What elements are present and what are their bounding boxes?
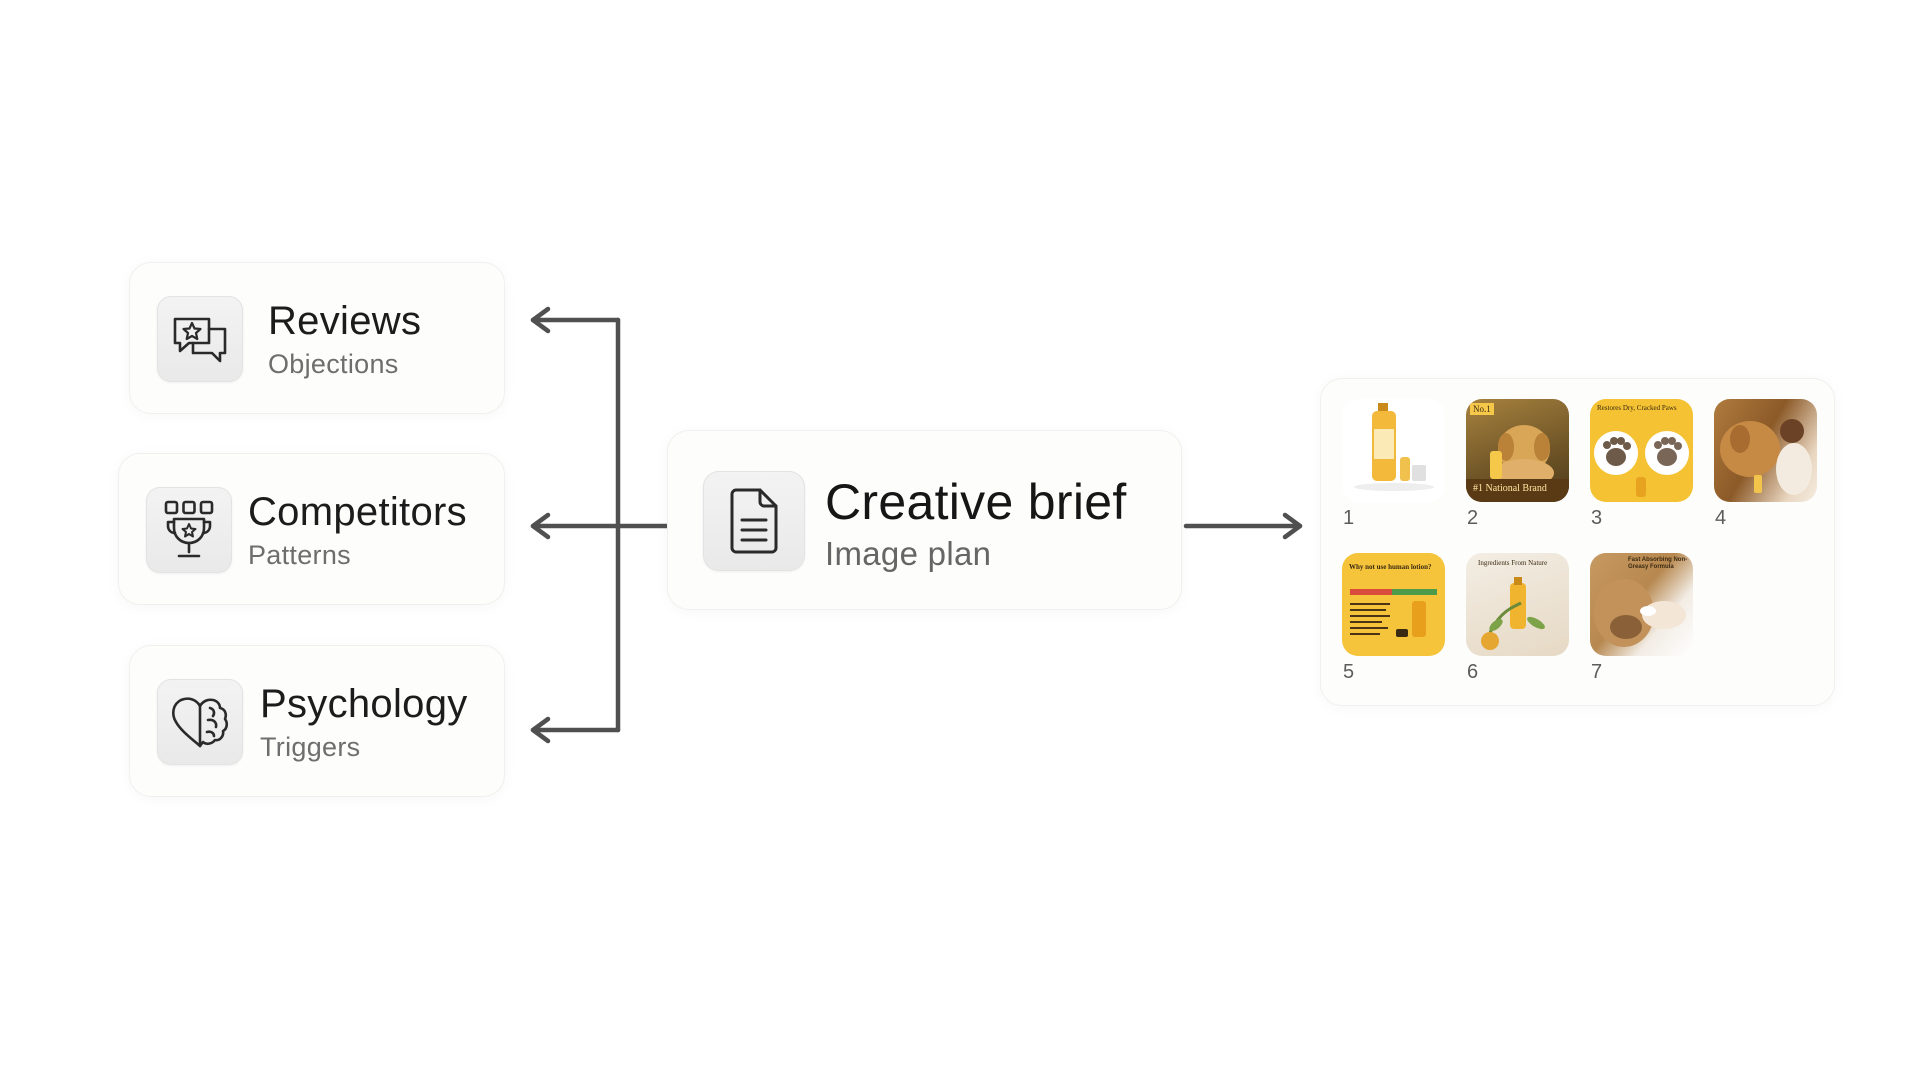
document-icon — [703, 471, 805, 571]
gallery-number: 7 — [1591, 661, 1603, 683]
source-subtitle: Objections — [268, 349, 399, 379]
arrowhead-reviews — [530, 306, 551, 334]
source-card-reviews: Reviews Objections — [129, 262, 505, 414]
lotion-comparison-icon — [1350, 589, 1437, 637]
gallery-number: 4 — [1715, 507, 1727, 529]
gallery-image-3[interactable]: Restores Dry, Cracked Paws — [1590, 399, 1693, 502]
gallery-image-4[interactable] — [1714, 399, 1817, 502]
chat-star-icon — [157, 296, 243, 382]
source-title: Competitors — [248, 490, 467, 534]
gallery-image-text: Fast Absorbing Non-Greasy Formula — [1628, 557, 1688, 570]
woman-with-dog-icon — [1720, 419, 1812, 495]
arrowhead-gallery — [1282, 512, 1303, 540]
product-bottle-icon — [1354, 403, 1434, 491]
natural-ingredients-icon — [1481, 577, 1545, 650]
source-subtitle: Patterns — [248, 540, 351, 570]
creative-brief-card: Creative brief Image plan — [667, 430, 1182, 610]
gallery-number: 1 — [1343, 507, 1355, 529]
gallery-number: 6 — [1467, 661, 1479, 683]
number-one-badge: No.1 — [1470, 403, 1494, 415]
gallery-number: 3 — [1591, 507, 1603, 529]
gallery-image-text: Restores Dry, Cracked Paws — [1597, 404, 1677, 412]
arrowhead-competitors — [530, 512, 551, 540]
trophy-grid-icon — [146, 487, 232, 573]
gallery-number: 5 — [1343, 661, 1355, 683]
gallery-image-text: Why not use human lotion? — [1349, 563, 1432, 571]
gallery-image-text: Ingredients From Nature — [1478, 559, 1548, 567]
paw-application-icon — [1594, 579, 1686, 647]
brief-title: Creative brief — [825, 474, 1127, 530]
gallery-image-6[interactable]: Ingredients From Nature — [1466, 553, 1569, 656]
source-title: Psychology — [260, 682, 468, 726]
heart-brain-icon — [157, 679, 243, 765]
gallery-number: 2 — [1467, 507, 1479, 529]
source-card-psychology: Psychology Triggers — [129, 645, 505, 797]
gallery-image-7[interactable]: Fast Absorbing Non-Greasy Formula — [1590, 553, 1693, 656]
source-card-competitors: Competitors Patterns — [118, 453, 505, 605]
gallery-image-text: #1 National Brand — [1473, 483, 1547, 494]
gallery-image-5[interactable]: Why not use human lotion? — [1342, 553, 1445, 656]
source-title: Reviews — [268, 299, 422, 343]
dog-photo-icon — [1466, 425, 1569, 502]
gallery-image-1[interactable] — [1342, 399, 1445, 502]
paw-comparison-icon — [1594, 431, 1689, 497]
gallery-image-2[interactable]: No.1 #1 National Brand — [1466, 399, 1569, 502]
brief-subtitle: Image plan — [825, 535, 992, 572]
arrowhead-psychology — [530, 716, 551, 744]
image-plan-gallery: 1 No.1 #1 National Brand 2 — [1320, 378, 1835, 706]
source-subtitle: Triggers — [260, 732, 361, 762]
